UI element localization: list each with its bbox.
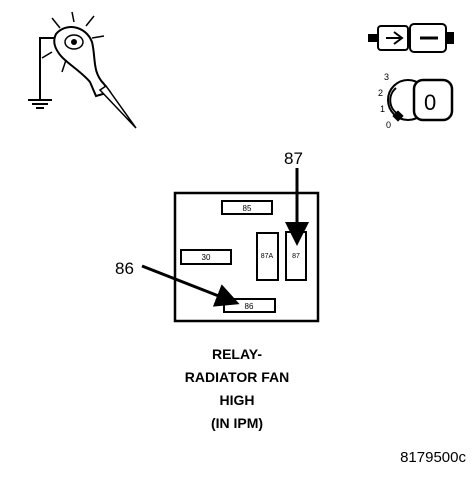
ignition-position-0: 0	[386, 120, 391, 130]
terminal-87a-label: 87A	[261, 253, 274, 260]
callout-86-arrow	[141, 264, 240, 307]
terminal-85	[221, 200, 273, 215]
terminal-86-label: 86	[245, 302, 254, 311]
caption-line-3: HIGH	[219, 392, 255, 408]
caption-line-4: (IN IPM)	[210, 415, 264, 431]
terminal-85-label: 85	[243, 204, 252, 213]
ignition-position-1: 1	[380, 104, 385, 114]
connector-icon	[368, 23, 454, 53]
terminal-30	[180, 249, 232, 265]
callout-86-label: 86	[115, 259, 134, 278]
ignition-position-3: 3	[384, 72, 389, 82]
figure-number: 8179500c	[400, 449, 466, 466]
caption-line-2: RADIATOR FAN	[184, 369, 290, 385]
ignition-key-label: 0	[424, 90, 436, 115]
terminal-87a	[256, 232, 279, 281]
terminal-87-label: 87	[292, 253, 300, 260]
terminal-30-label: 30	[202, 253, 211, 262]
ignition-position-2: 2	[378, 88, 383, 98]
ignition-switch-icon: 3 2 1 0 0	[378, 72, 454, 130]
caption-line-1: RELAY-	[211, 346, 263, 362]
test-light-probe-icon	[28, 11, 137, 129]
callout-87-label: 87	[284, 149, 303, 168]
